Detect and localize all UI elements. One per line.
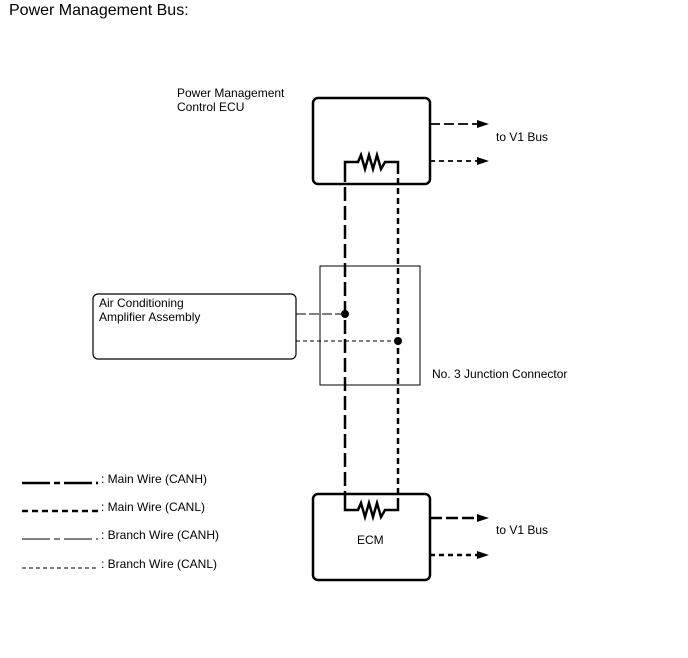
pm-ecu-label-line1: Power Management <box>177 86 285 100</box>
ac-amplifier-label: Air Conditioning Amplifier Assembly <box>99 296 200 324</box>
pm-ecu-terminating-resistor <box>343 150 400 174</box>
canl-junction-dot <box>394 337 402 345</box>
legend-label-main-canl: : Main Wire (CANL) <box>101 500 206 514</box>
legend-label-branch-canh: : Branch Wire (CANH) <box>101 528 220 542</box>
junction-connector-label: No. 3 Junction Connector <box>432 367 568 381</box>
ecm-output-canl-arrow <box>477 551 489 559</box>
pm-ecu-label: Power Management Control ECU <box>177 86 284 114</box>
ecm-output-label: to V1 Bus <box>496 523 549 537</box>
legend-label-branch-canl: : Branch Wire (CANL) <box>101 557 218 571</box>
ecm-terminating-resistor <box>343 498 400 522</box>
pm-ecu-output-label: to V1 Bus <box>496 130 549 144</box>
junction-connector-box <box>319 265 421 386</box>
pm-ecu-output-canl-arrow <box>477 157 489 165</box>
page-title: Power Management Bus: <box>9 2 189 19</box>
canh-junction-dot <box>341 310 349 318</box>
ecm-output-canh-arrow <box>477 514 489 522</box>
ecm-label: ECM <box>357 533 384 547</box>
legend-label-main-canh: : Main Wire (CANH) <box>101 472 208 486</box>
ac-amplifier-label-line1: Air Conditioning <box>99 296 184 310</box>
pm-ecu-output-canh-arrow <box>477 120 489 128</box>
ecm-box <box>311 492 432 582</box>
pm-ecu-label-line2: Control ECU <box>177 100 245 114</box>
pm-ecu-box <box>311 96 432 186</box>
ac-amplifier-box <box>92 293 297 360</box>
ac-amplifier-label-line2: Amplifier Assembly <box>99 310 201 324</box>
